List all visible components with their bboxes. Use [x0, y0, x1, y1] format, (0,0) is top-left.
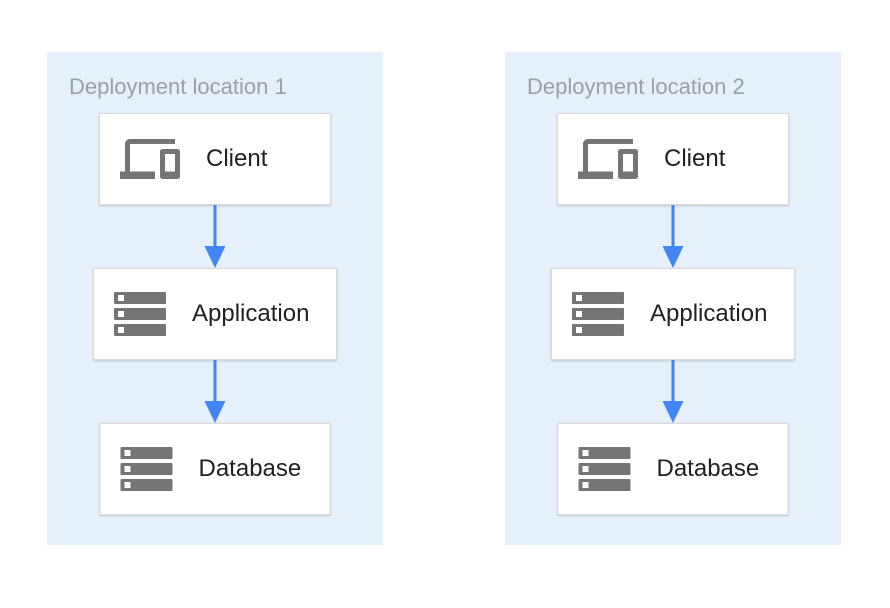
arrow-client-to-application [661, 205, 685, 268]
application-node: Application [551, 268, 795, 360]
database-node: Database [557, 423, 789, 515]
server-stack-icon [114, 292, 166, 336]
panel-title: Deployment location 1 [69, 74, 287, 99]
devices-icon [120, 129, 180, 189]
server-stack-icon [572, 292, 624, 336]
database-node: Database [99, 423, 331, 515]
devices-icon [578, 129, 638, 189]
node-label: Database [656, 455, 760, 482]
server-stack-icon [120, 447, 173, 491]
arrow-application-to-database [203, 360, 227, 423]
node-label: Application [650, 300, 768, 327]
node-label: Application [192, 300, 310, 327]
deployment-location-1-panel: Deployment location 1 Client [47, 52, 383, 545]
node-label: Client [206, 145, 268, 172]
deployment-location-2-panel: Deployment location 2 Client [505, 52, 841, 545]
arrow-client-to-application [203, 205, 227, 268]
client-node: Client [557, 113, 789, 205]
application-node: Application [93, 268, 337, 360]
client-node: Client [99, 113, 331, 205]
server-stack-icon [578, 447, 631, 491]
node-label: Client [664, 145, 726, 172]
arrow-application-to-database [661, 360, 685, 423]
panel-title: Deployment location 2 [527, 74, 745, 99]
node-label: Database [198, 455, 302, 482]
